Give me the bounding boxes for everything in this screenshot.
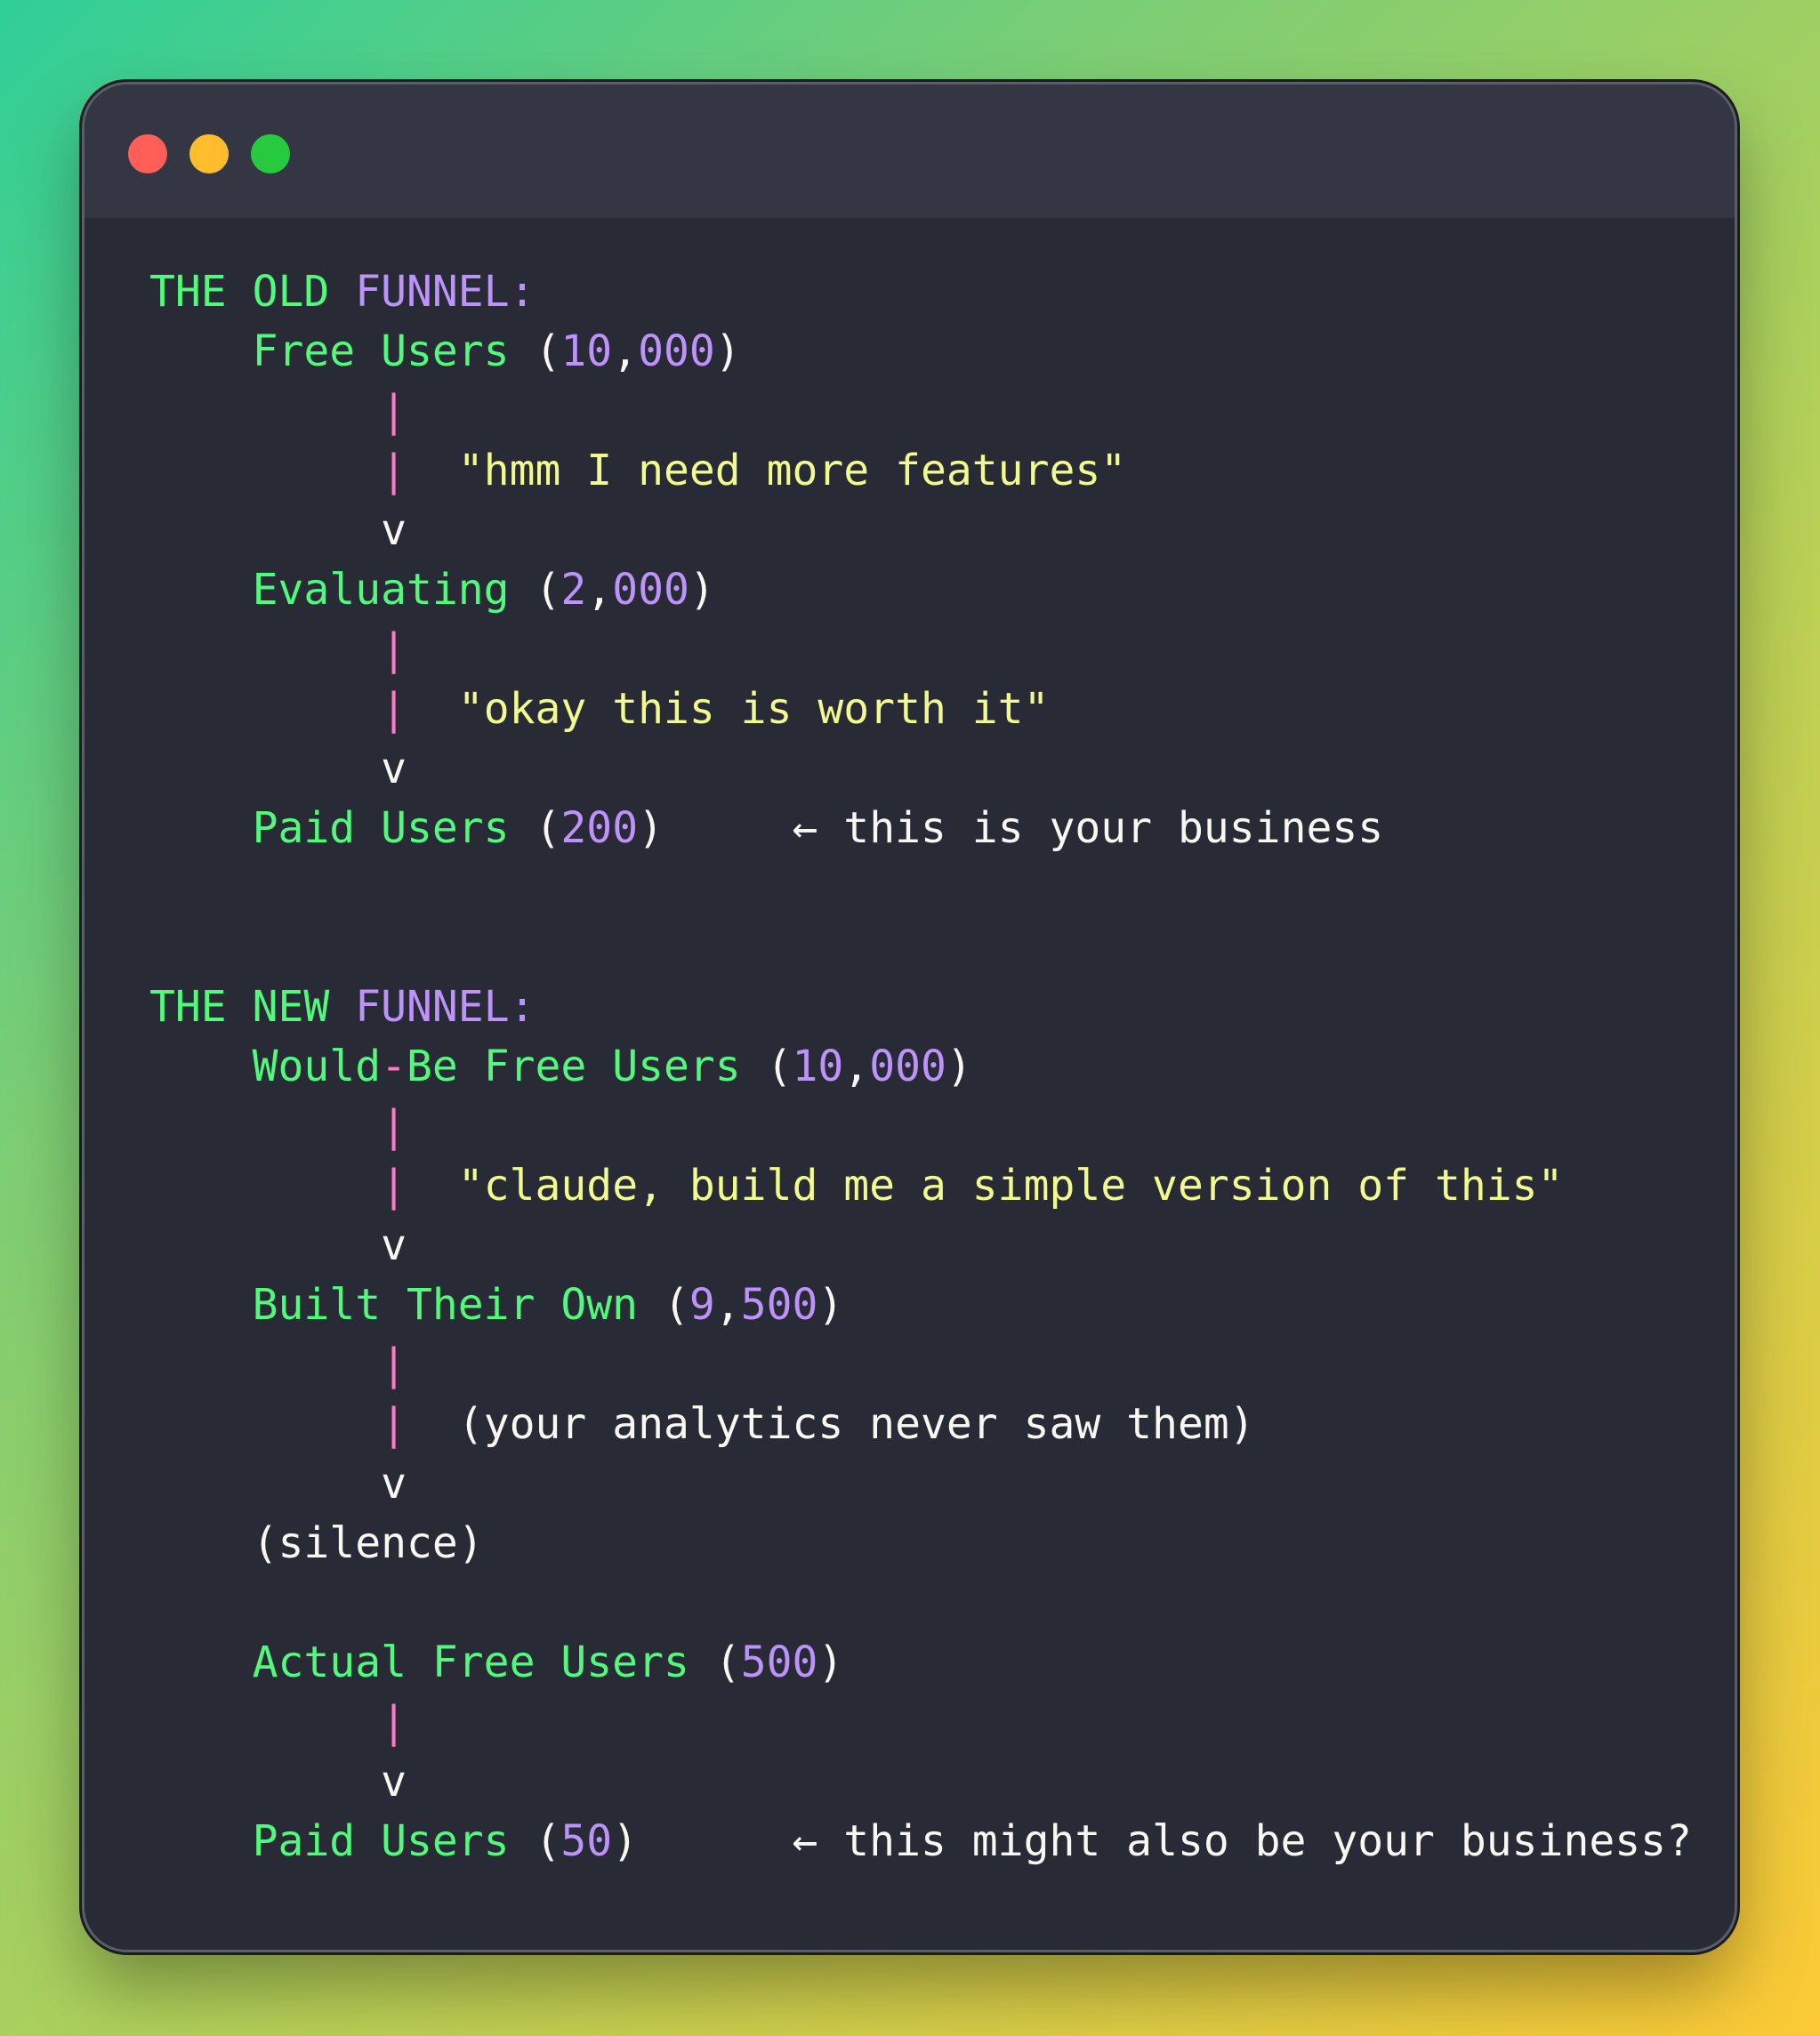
zoom-button[interactable]	[251, 134, 290, 173]
old-evaluating-line: Evaluating (2,000)	[252, 565, 715, 615]
blank-line	[149, 1573, 1692, 1633]
silence-line: (silence)	[252, 1518, 484, 1568]
pipe-line: |	[381, 386, 407, 436]
old-funnel-header: THE OLD FUNNEL:	[149, 267, 536, 317]
new-funnel-header: THE NEW FUNNEL:	[149, 982, 536, 1032]
arrow-line: v	[381, 1459, 407, 1509]
new-actual-free-line: Actual Free Users (500)	[252, 1638, 844, 1687]
minimize-button[interactable]	[189, 134, 229, 173]
terminal-window: THE OLD FUNNEL: Free Users (10,000) | | …	[85, 84, 1735, 1950]
new-paid-users-line: Paid Users (50) ← this might also be you…	[252, 1816, 1692, 1866]
close-button[interactable]	[128, 134, 167, 173]
pipe-line: |	[381, 1697, 407, 1747]
arrow-line: v	[381, 1757, 407, 1807]
quote-line: | "hmm I need more features"	[381, 446, 1127, 495]
pipe-line: |	[381, 1340, 407, 1389]
quote-line: | "claude, build me a simple version of …	[381, 1161, 1564, 1211]
arrow-line: v	[381, 744, 407, 793]
arrow-line: v	[381, 1220, 407, 1270]
blank-line	[149, 858, 1692, 918]
old-free-users-line: Free Users (10,000)	[252, 326, 741, 376]
new-built-own-line: Built Their Own (9,500)	[252, 1280, 844, 1330]
code-block: THE OLD FUNNEL: Free Users (10,000) | | …	[149, 262, 1692, 1871]
pipe-line: |	[381, 1101, 407, 1151]
quote-line: | "okay this is worth it"	[381, 684, 1050, 734]
new-would-be-line: Would-Be Free Users (10,000)	[252, 1042, 972, 1091]
blank-line	[149, 918, 1692, 978]
pipe-line: |	[381, 624, 407, 674]
window-titlebar	[85, 84, 1735, 218]
aside-line: | (your analytics never saw them)	[381, 1399, 1255, 1449]
old-paid-users-line: Paid Users (200) ← this is your business	[252, 803, 1384, 853]
arrow-line: v	[381, 505, 407, 555]
